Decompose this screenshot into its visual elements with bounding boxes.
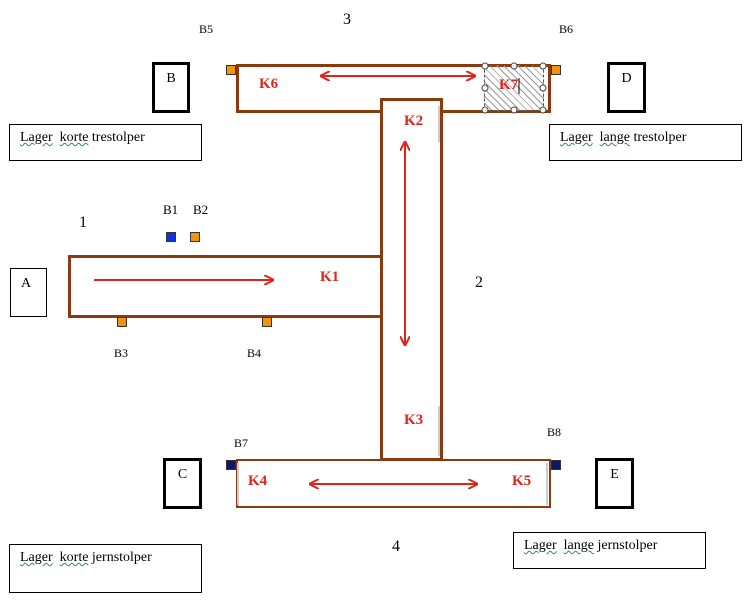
k2-segment-marker [438, 106, 440, 142]
sensor-label-b6: B6 [559, 22, 574, 36]
k5-segment-marker [546, 463, 548, 505]
sensor-label-b2: B2 [193, 202, 209, 217]
sensor-label-b7: B7 [234, 436, 249, 450]
sensor-label-b8: B8 [547, 425, 562, 439]
sensor-b6-orange [551, 65, 561, 75]
k7-label: K7 [499, 77, 519, 93]
sensor-label-b1: B1 [163, 202, 179, 217]
k1-label: K1 [320, 269, 340, 285]
sensor-b5-orange [226, 65, 236, 75]
storage-word-trestolper: trestolper [633, 130, 687, 145]
station-c: C [163, 458, 202, 509]
storage-word-lange: lange [563, 538, 594, 553]
storage-korte-trestolper: Lager korte trestolper [9, 124, 202, 161]
storage-word-lange: lange [599, 130, 630, 145]
station-d: D [607, 62, 646, 113]
sensor-b1-blue [166, 232, 176, 242]
storage-word-trestolper: trestolper [91, 130, 145, 145]
storage-word-lager: Lager [524, 538, 557, 553]
k3-label: K3 [404, 412, 424, 428]
station-e: E [595, 458, 634, 509]
k2-label: K2 [404, 113, 424, 129]
k4-segment-marker [237, 463, 239, 505]
storage-lange-jernstolper: Lager lange jernstolper [513, 532, 706, 569]
sensor-b2-orange [190, 232, 200, 242]
sensor-label-b4: B4 [247, 346, 262, 360]
section-number-1: 1 [79, 214, 87, 231]
sensor-label-b3: B3 [114, 346, 129, 360]
sensor-b3-orange [117, 317, 127, 327]
storage-word-lager: Lager [20, 550, 53, 565]
k7-selection-handles [481, 62, 547, 114]
k4-label: K4 [248, 473, 268, 489]
storage-word-lager: Lager [560, 130, 593, 145]
conveyor-k1 [68, 255, 386, 318]
storage-korte-jernstolper: Lager korte jernstolper [9, 544, 202, 593]
storage-word-jernstolper: jernstolper [91, 550, 152, 565]
sensor-b8-navy [551, 460, 561, 470]
station-a: A [10, 268, 47, 317]
station-b: B [152, 62, 190, 113]
sensor-label-b5: B5 [199, 22, 214, 36]
storage-word-korte: korte [59, 130, 89, 145]
k6-label: K6 [259, 76, 279, 92]
storage-word-lager: Lager [20, 130, 53, 145]
section-number-4: 4 [392, 538, 400, 555]
sensor-b7-navy [226, 460, 236, 470]
storage-word-jernstolper: jernstolper [597, 538, 658, 553]
storage-lange-trestolper: Lager lange trestolper [549, 124, 742, 161]
k5-label: K5 [512, 473, 532, 489]
k3-segment-marker [438, 406, 440, 456]
sensor-b4-orange [262, 317, 272, 327]
section-number-2: 2 [475, 274, 483, 291]
storage-word-korte: korte [59, 550, 89, 565]
section-number-3: 3 [343, 11, 351, 28]
